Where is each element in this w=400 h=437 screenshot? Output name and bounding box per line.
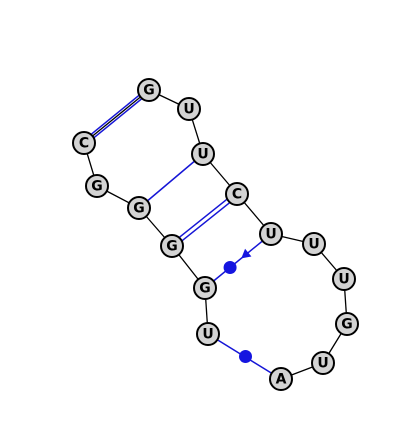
nucleotide-label: G bbox=[143, 83, 155, 99]
nucleotide-circle bbox=[302, 232, 326, 256]
base-pair-line bbox=[172, 195, 239, 249]
nucleotide-circle bbox=[137, 78, 161, 102]
base-pair-line bbox=[138, 153, 204, 209]
nucleotide-label: U bbox=[317, 356, 328, 372]
nucleotide: U bbox=[196, 322, 220, 346]
base-pair-line bbox=[84, 91, 151, 146]
nucleotide-layer: G U U C U U U G U A U G G G G C bbox=[72, 78, 359, 391]
nucleotide-label: C bbox=[79, 136, 89, 152]
nucleotide-label: U bbox=[183, 102, 194, 118]
nucleotide: G bbox=[193, 276, 217, 300]
nucleotide-label: G bbox=[133, 201, 145, 217]
nucleotide-circle bbox=[335, 312, 359, 336]
nucleotide: U bbox=[177, 97, 201, 121]
nucleotide-circle bbox=[332, 267, 356, 291]
nucleotide: G bbox=[85, 174, 109, 198]
nucleotide: U bbox=[259, 222, 283, 246]
nucleotide: U bbox=[191, 142, 215, 166]
nucleotide-circle bbox=[259, 222, 283, 246]
nucleotide-circle bbox=[193, 276, 217, 300]
base-pair-line bbox=[82, 87, 149, 142]
pair-dot bbox=[239, 350, 252, 363]
nucleotide-label: U bbox=[202, 327, 213, 343]
nucleotide: C bbox=[225, 182, 249, 206]
nucleotide-circle bbox=[127, 196, 151, 220]
nucleotide-label: U bbox=[308, 237, 319, 253]
nucleotide: U bbox=[311, 351, 335, 375]
nucleotide: G bbox=[127, 196, 151, 220]
nucleotide: C bbox=[72, 131, 96, 155]
nucleotide-circle bbox=[177, 97, 201, 121]
nucleotide-circle bbox=[311, 351, 335, 375]
nucleotide-label: G bbox=[91, 179, 103, 195]
nucleotide: G bbox=[335, 312, 359, 336]
nucleotide-circle bbox=[269, 367, 293, 391]
nucleotide-circle bbox=[160, 234, 184, 258]
nucleotide-label: U bbox=[338, 272, 349, 288]
nucleotide-label: U bbox=[265, 227, 276, 243]
pair-dot bbox=[223, 260, 237, 274]
nucleotide-circle bbox=[191, 142, 215, 166]
base-pair-line bbox=[204, 233, 272, 289]
pair-arrowhead bbox=[241, 248, 252, 259]
base-pair-line bbox=[170, 191, 237, 245]
nucleotide-label: A bbox=[276, 372, 287, 388]
nucleotide-label: U bbox=[197, 147, 208, 163]
nucleotide-circle bbox=[72, 131, 96, 155]
nucleotide-label: G bbox=[199, 281, 211, 297]
nucleotide: U bbox=[332, 267, 356, 291]
nucleotide-circle bbox=[225, 182, 249, 206]
nucleotide-label: C bbox=[232, 187, 242, 203]
nucleotide: A bbox=[269, 367, 293, 391]
base-pair-layer bbox=[82, 87, 282, 380]
nucleotide-circle bbox=[85, 174, 109, 198]
nucleotide: U bbox=[302, 232, 326, 256]
nucleotide: G bbox=[160, 234, 184, 258]
backbone-segment bbox=[83, 89, 150, 144]
nucleotide: G bbox=[137, 78, 161, 102]
nucleotide-circle bbox=[196, 322, 220, 346]
nucleotide-label: G bbox=[341, 317, 353, 333]
nucleotide-label: G bbox=[166, 239, 178, 255]
